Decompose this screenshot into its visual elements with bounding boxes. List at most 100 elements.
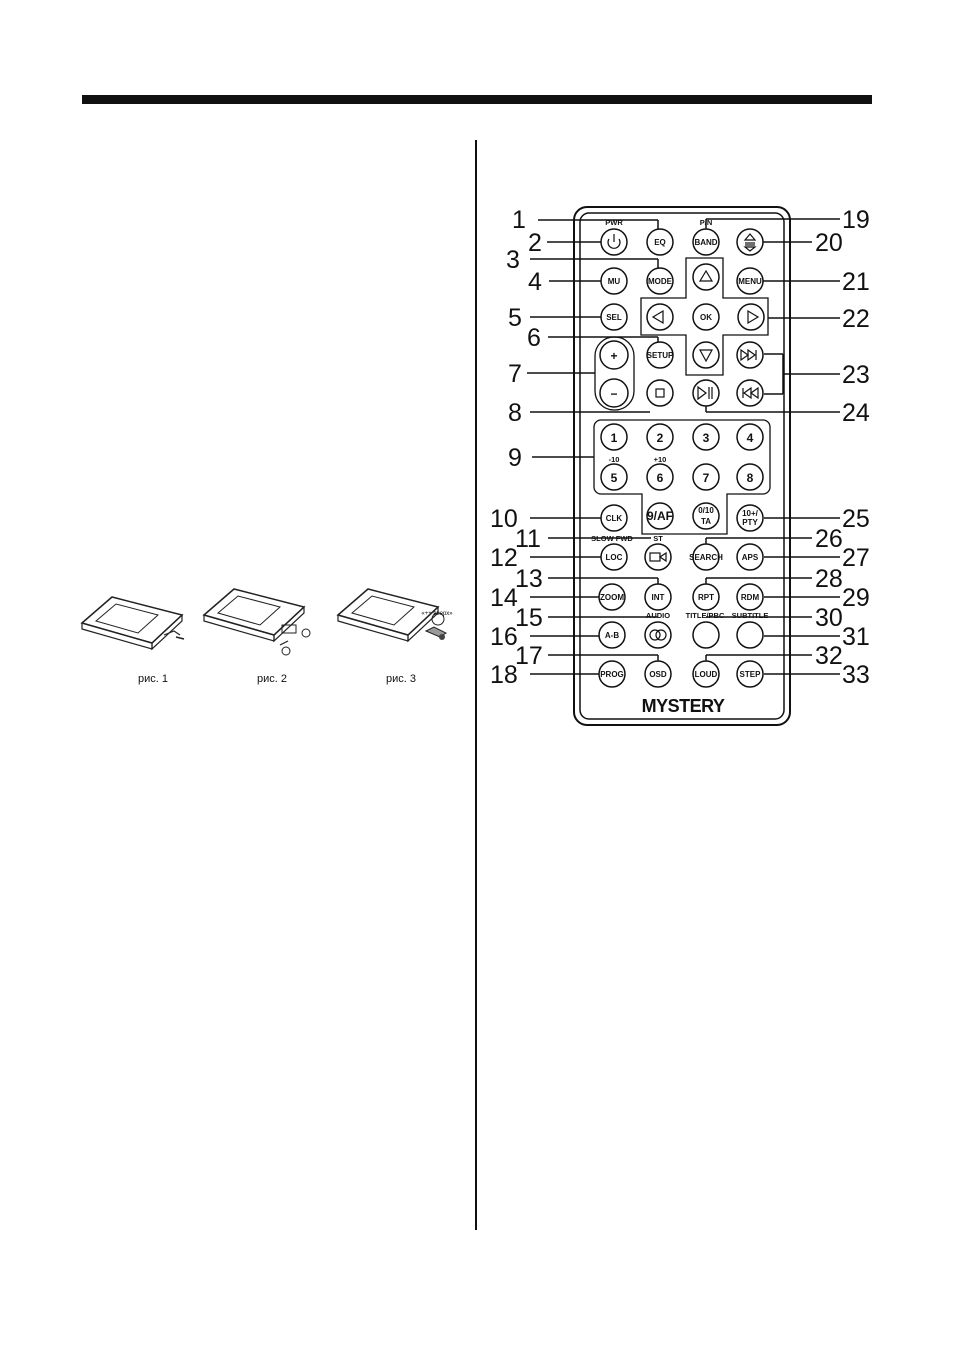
step-label: STEP xyxy=(740,670,762,679)
stop-button[interactable] xyxy=(646,379,674,407)
num1-button[interactable] xyxy=(600,423,628,451)
pty-button[interactable] xyxy=(736,504,764,532)
setup-button[interactable] xyxy=(646,341,674,369)
callout-23: 23 xyxy=(842,361,870,389)
subtitle-label: SUBTITLE xyxy=(732,611,769,620)
plus10-label: +10 xyxy=(654,455,667,464)
callout-20: 20 xyxy=(815,229,843,257)
num2-button[interactable] xyxy=(646,423,674,451)
band-label: BAND xyxy=(694,238,717,247)
rpt-label: RPT xyxy=(698,593,714,602)
zoom-label: ZOOM xyxy=(600,593,624,602)
num1-label: 1 xyxy=(611,431,618,445)
pwr-label: PWR xyxy=(605,218,623,227)
int-button[interactable] xyxy=(644,583,672,611)
menu-button[interactable] xyxy=(736,267,764,295)
zoom-button[interactable] xyxy=(598,583,626,611)
eq-button[interactable] xyxy=(646,228,674,256)
num8-button[interactable] xyxy=(736,463,764,491)
mu-label: MU xyxy=(608,277,621,286)
clk-button[interactable] xyxy=(600,504,628,532)
callout-32: 32 xyxy=(815,642,843,670)
mode-button[interactable] xyxy=(646,267,674,295)
ok-button[interactable] xyxy=(692,303,720,331)
pty-label-bottom: PTY xyxy=(742,518,758,527)
callout-21: 21 xyxy=(842,268,870,296)
af-button[interactable] xyxy=(646,502,674,530)
loc-button[interactable] xyxy=(600,543,628,571)
remote-control-diagram: PWR P/N -10 +10 SLOW FWD ST AUDIO TITLE/… xyxy=(490,206,870,726)
callout-19: 19 xyxy=(842,206,870,234)
num4-button[interactable] xyxy=(736,423,764,451)
callout-26: 26 xyxy=(815,525,843,553)
eq-label: EQ xyxy=(654,238,666,247)
band-button[interactable] xyxy=(692,228,720,256)
num6-label: 6 xyxy=(657,471,664,485)
st-button[interactable] xyxy=(644,543,672,571)
loc-label: LOC xyxy=(606,553,623,562)
eject-icon xyxy=(743,233,757,252)
num3-label: 3 xyxy=(703,431,710,445)
callout-17: 17 xyxy=(515,642,543,670)
aps-button[interactable] xyxy=(736,543,764,571)
callout-6: 6 xyxy=(527,324,541,352)
callout-13: 13 xyxy=(515,565,543,593)
osd-label: OSD xyxy=(649,670,667,679)
num5-button[interactable] xyxy=(600,463,628,491)
search-label: SEARCH xyxy=(689,553,723,562)
aps-label: APS xyxy=(742,553,759,562)
sel-button[interactable] xyxy=(600,303,628,331)
minus-label: − xyxy=(610,387,617,401)
pn-label: P/N xyxy=(700,218,713,227)
fig1-caption: рис. 1 xyxy=(138,673,168,685)
num7-label: 7 xyxy=(703,471,710,485)
menu-label: MENU xyxy=(738,277,762,286)
callout-14: 14 xyxy=(490,584,518,612)
play-pause-icon xyxy=(697,385,713,401)
callout-10: 10 xyxy=(490,505,518,533)
af-label: 9/AF xyxy=(647,509,673,523)
column-divider xyxy=(475,140,477,1230)
audio-button[interactable] xyxy=(644,621,672,649)
search-button[interactable] xyxy=(692,543,720,571)
volume-down-button[interactable] xyxy=(599,378,629,408)
ab-label: A-B xyxy=(605,631,619,640)
volume-up-button[interactable] xyxy=(599,340,629,370)
callout-31: 31 xyxy=(842,623,870,651)
step-button[interactable] xyxy=(736,660,764,688)
fig3-note: «++ вверх» xyxy=(421,611,453,617)
callout-29: 29 xyxy=(842,584,870,612)
eject-button[interactable] xyxy=(736,228,764,256)
osd-button[interactable] xyxy=(644,660,672,688)
battery-figures: рис. 1 рис. 2 «++ вверх» рис. 3 xyxy=(80,588,453,685)
ab-button[interactable] xyxy=(598,621,626,649)
callout-33: 33 xyxy=(842,661,870,689)
st-label: ST xyxy=(653,534,663,543)
slow-fwd-label: SLOW FWD xyxy=(591,534,633,543)
down-arrow-icon xyxy=(698,349,714,363)
left-arrow-icon xyxy=(651,309,664,325)
rpt-button[interactable] xyxy=(692,583,720,611)
subtitle-button[interactable] xyxy=(736,621,764,649)
num7-button[interactable] xyxy=(692,463,720,491)
ta-label-bottom: TA xyxy=(701,517,711,526)
down-button[interactable] xyxy=(692,341,720,369)
next-button[interactable] xyxy=(736,341,764,369)
rdm-button[interactable] xyxy=(736,583,764,611)
callout-12: 12 xyxy=(490,544,518,572)
prog-button[interactable] xyxy=(598,660,626,688)
title-pbc-button[interactable] xyxy=(692,621,720,649)
loud-button[interactable] xyxy=(692,660,720,688)
callout-4: 4 xyxy=(528,268,542,296)
right-arrow-icon xyxy=(747,309,760,325)
num6-button[interactable] xyxy=(646,463,674,491)
ta-button[interactable] xyxy=(692,502,720,530)
num3-button[interactable] xyxy=(692,423,720,451)
num2-label: 2 xyxy=(657,431,664,445)
right-button[interactable] xyxy=(737,303,765,331)
up-button[interactable] xyxy=(692,263,720,291)
num5-label: 5 xyxy=(611,471,618,485)
mute-button[interactable] xyxy=(600,267,628,295)
callout-16: 16 xyxy=(490,623,518,651)
left-button[interactable] xyxy=(646,303,674,331)
